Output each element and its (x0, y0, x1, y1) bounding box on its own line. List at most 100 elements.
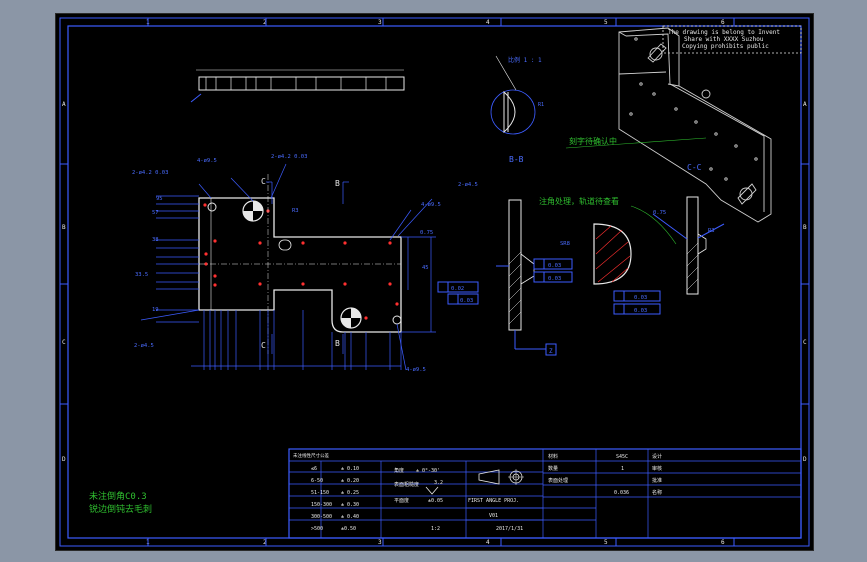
row-letter: B (803, 224, 807, 231)
row-letter: C (803, 339, 807, 346)
dimension-lines (140, 163, 436, 371)
row-letter: B (62, 224, 66, 231)
title-label: 名称 (652, 489, 662, 496)
col-num: 4 (486, 19, 490, 26)
dim-label: R3 (708, 228, 715, 234)
section-b-mark: B (335, 179, 340, 188)
section-c-mark: C (261, 177, 266, 186)
finish-label: 表面处理 (548, 477, 568, 484)
tolerance-value: 0.02 (451, 286, 464, 292)
flatness-value: ±0.05 (428, 498, 443, 504)
row-markers-left: A B C D (62, 101, 66, 463)
date-value: 2017/1/31 (496, 526, 523, 532)
dim-label: 2-ø4.5 (458, 182, 478, 188)
section-markers: C B C B (261, 177, 340, 350)
material-label: 材料 (548, 453, 558, 460)
tol-range: 6-50 (311, 478, 323, 484)
dimension-texts: 2-ø4.2 0.03 95 57 38 33.5 19 4-ø9.5 2-ø4… (132, 154, 478, 373)
front-view (198, 174, 402, 354)
detail-view-circle: 比例 1 : 1 R1 (490, 55, 544, 135)
col-num: 4 (486, 539, 490, 546)
drawing-sheet: 1 2 3 4 5 6 1 2 3 4 5 6 A B C D (55, 13, 814, 551)
isometric-view (618, 27, 772, 223)
row-letter: D (62, 456, 66, 463)
material-value: S45C (616, 454, 628, 460)
col-num: 3 (378, 539, 382, 546)
tol-range: 300-500 (311, 514, 332, 520)
column-markers-bottom: 1 2 3 4 5 6 (146, 539, 725, 546)
angle-label: 角度 (394, 467, 404, 474)
section-c-mark: C (261, 341, 266, 350)
row-letter: C (62, 339, 66, 346)
flatness-label: 平面度 (394, 497, 409, 504)
dim-label: 4-ø9.5 (197, 158, 217, 164)
dim-label: 2-ø4.2 0.03 (132, 170, 168, 176)
tol-value: ± 0.10 (341, 466, 359, 472)
col-num: 2 (263, 539, 267, 546)
col-num: 5 (604, 539, 608, 546)
detail-scale-label: 比例 1 : 1 (508, 56, 542, 64)
dim-label: 95 (156, 196, 163, 202)
tol-value: ±0.50 (341, 526, 356, 532)
frame-ticks (60, 18, 809, 546)
top-view (190, 69, 405, 103)
finish-value: 0.036 (614, 490, 629, 496)
dim-label: 4-ø9.5 (421, 202, 441, 208)
tol-value: ± 0.20 (341, 478, 359, 484)
dim-label: 33.5 (135, 272, 148, 278)
tolerance-value: 0.03 (634, 308, 647, 314)
tol-range: ≤6 (311, 466, 317, 472)
drawn-label: 设计 (652, 453, 662, 460)
dim-label: R1 (538, 102, 544, 108)
section-cc-view: R3 0.75 (652, 196, 725, 295)
dim-label: R3 (292, 208, 299, 214)
dim-label: 0.75 (420, 230, 433, 236)
tol-range: 150-300 (311, 502, 332, 508)
col-num: 5 (604, 19, 608, 26)
section-bb-view: B-B Z 0.02 0.03 (437, 155, 557, 356)
tolerance-value: 0.03 (548, 276, 561, 282)
notice-line: Copying prohibits public (682, 43, 769, 50)
row-markers-right: A B C D (803, 101, 807, 463)
dim-label: 4-ø9.5 (406, 367, 426, 373)
qty-label: 数量 (548, 465, 558, 472)
tol-range: 51-150 (311, 490, 329, 496)
section-cc-label-iso: C-C (687, 163, 702, 172)
tolerance-value: 0.03 (548, 263, 561, 269)
outer-frame (59, 17, 810, 547)
qty-value: 1 (621, 466, 624, 472)
row-letter: A (62, 101, 66, 108)
col-num: 2 (263, 19, 267, 26)
tolerance-value: 0.03 (460, 298, 473, 304)
column-markers-top: 1 2 3 4 5 6 (146, 19, 725, 26)
col-num: 6 (721, 19, 725, 26)
dim-label: 57 (152, 210, 159, 216)
approved-label: 批准 (652, 477, 662, 484)
checked-label: 审核 (652, 465, 662, 472)
note-corner: 注角处理，轨道待查看 (539, 196, 619, 206)
section-b-mark: B (335, 339, 340, 348)
note-engraving: 刻字待确认中 (569, 136, 617, 146)
dim-label: 2-ø4.5 (134, 343, 154, 349)
tol-value: ± 0.40 (341, 514, 359, 520)
notice-line: The drawing is belong to Invent (668, 29, 780, 36)
dim-label: 19 (152, 307, 159, 313)
datum-label: Z (549, 348, 553, 355)
notice-line: Share with XXXX Suzhou (684, 36, 764, 43)
col-num: 6 (721, 539, 725, 546)
roughness-symbol (425, 486, 439, 495)
row-letter: A (803, 101, 807, 108)
note-chamfer: 未注倒角C0.3 (89, 490, 147, 502)
note-deburr: 锐边倒钝去毛刺 (89, 503, 152, 515)
col-num: 3 (378, 19, 382, 26)
title-block: 未注线性尺寸公差 ≤6 ± 0.10 6-50 ± 0.20 51-150 ± … (288, 448, 802, 539)
dim-label: 0.75 (653, 210, 666, 216)
scale-value: 1:2 (431, 526, 440, 532)
tolerance-header: 未注线性尺寸公差 (293, 452, 329, 459)
roughness-label: 表面粗糙度 (394, 481, 419, 488)
projection-label: FIRST ANGLE PROJ. (468, 498, 519, 504)
angle-value: ± 0°-30' (416, 468, 440, 474)
tolerance-value: 0.03 (634, 295, 647, 301)
dim-label: 2-ø4.2 0.03 (271, 154, 307, 160)
